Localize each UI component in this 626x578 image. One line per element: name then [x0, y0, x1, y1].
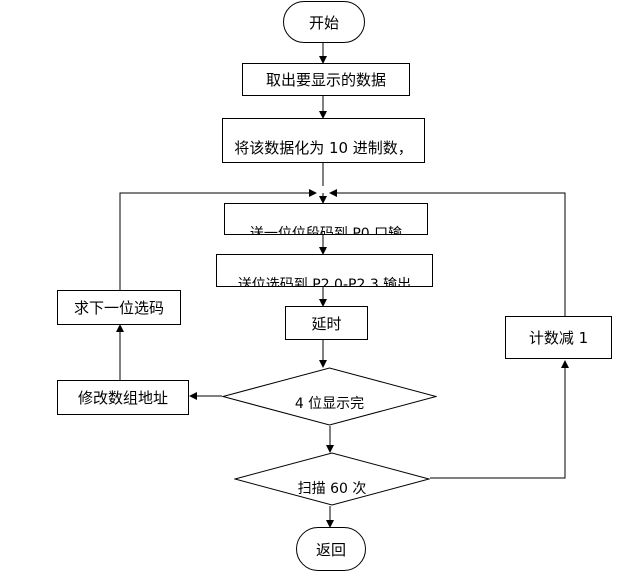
return-terminal: 返回	[296, 527, 366, 571]
send-select-label: 送位选码到 P2.0-P2.3 输出	[237, 277, 412, 287]
return-label: 返回	[315, 540, 346, 559]
scan-done-label: 扫描 60 次	[297, 481, 367, 497]
digits-done-decision: 4 位显示完	[222, 367, 437, 426]
digits-done-diamond	[222, 367, 437, 426]
fetch-data-box: 取出要显示的数据	[242, 63, 410, 96]
start-label: 开始	[308, 13, 339, 32]
fetch-data-label: 取出要显示的数据	[265, 71, 386, 89]
scan-done-decision: 扫描 60 次	[234, 452, 430, 506]
loop-left-line	[119, 189, 317, 290]
loop-right-line	[329, 189, 566, 316]
arrow-scan-check-to-count	[430, 360, 569, 479]
next-select-label: 求下一位选码	[73, 299, 164, 317]
start-terminal: 开始	[283, 1, 365, 43]
convert-decimal-label: 将该数据化为 10 进制数，	[234, 139, 413, 157]
send-select-box: 送位选码到 P2.0-P2.3 输出	[216, 254, 433, 287]
count-decrement-label: 计数减 1	[528, 329, 589, 347]
modify-address-label: 修改数组地址	[77, 389, 168, 407]
digits-done-label: 4 位显示完	[294, 396, 365, 412]
delay-box: 延时	[285, 306, 368, 340]
scan-done-diamond	[234, 452, 430, 506]
send-segment-label: 送一位位段码到 P0 口输	[249, 226, 403, 235]
count-decrement-box: 计数减 1	[505, 316, 612, 359]
delay-label: 延时	[311, 314, 342, 333]
convert-decimal-box: 将该数据化为 10 进制数，	[222, 118, 425, 163]
next-select-box: 求下一位选码	[57, 290, 181, 325]
send-segment-box: 送一位位段码到 P0 口输	[224, 203, 428, 235]
modify-address-box: 修改数组地址	[57, 380, 189, 415]
